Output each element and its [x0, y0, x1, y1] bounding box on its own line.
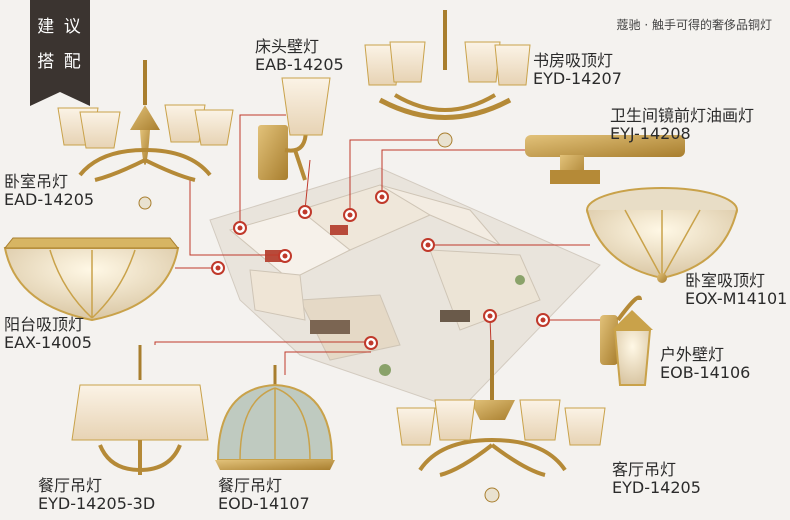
product-code: EAB-14205	[255, 55, 344, 75]
product-name: 阳台吸顶灯	[4, 315, 85, 334]
product-code: EAD-14205	[4, 190, 95, 210]
product-code: EOX-M14101	[685, 289, 788, 309]
product-name: 卧室吸顶灯	[685, 271, 766, 290]
badge-line-1: 建 议	[37, 17, 83, 37]
leader-study-ceiling-lamp	[349, 139, 440, 215]
leader-bedside-wall-lamp	[239, 114, 286, 228]
label-living-chandelier: 客厅吊灯 EYD-14205	[612, 460, 701, 498]
label-dining-chandelier: 餐厅吊灯 EYD-14205-3D	[38, 476, 156, 514]
product-name: 床头壁灯	[255, 37, 320, 56]
product-name: 餐厅吊灯	[218, 476, 283, 495]
leader-bathroom-mirror-lamp	[381, 149, 525, 195]
outdoor-wall-lamp-image	[600, 295, 653, 386]
leader-lines	[154, 114, 600, 375]
leader-dots	[211, 190, 550, 350]
product-code: EYD-14205-3D	[38, 494, 156, 514]
product-name: 卧室吊灯	[4, 172, 69, 191]
label-bedroom-chandelier: 卧室吊灯 EAD-14205	[4, 172, 95, 210]
label-bedside-wall-lamp: 床头壁灯 EAB-14205	[255, 37, 344, 75]
bedroom-chandelier-image	[57, 60, 234, 210]
leader-dining-pendant	[284, 351, 371, 375]
product-name: 客厅吊灯	[612, 460, 677, 479]
living-chandelier-image	[396, 340, 606, 503]
floor-plan	[209, 167, 601, 411]
balcony-ceiling-lamp-image	[3, 237, 180, 322]
bedroom-ceiling-lamp-image	[586, 187, 738, 283]
product-code: EYD-14205	[612, 478, 701, 498]
product-name: 卫生间镜前灯油画灯	[610, 106, 755, 125]
badge-line-2: 搭 配	[37, 52, 83, 72]
study-ceiling-lamp-image	[364, 10, 531, 148]
label-balcony-ceiling-lamp: 阳台吸顶灯 EAX-14005	[4, 315, 92, 353]
product-name: 户外壁灯	[660, 345, 725, 364]
leader-dining-chandelier	[154, 341, 371, 345]
dining-pendant-image	[215, 365, 335, 470]
bedside-wall-lamp-image	[258, 77, 331, 181]
product-name: 餐厅吊灯	[38, 476, 103, 495]
label-dining-pendant: 餐厅吊灯 EOD-14107	[218, 476, 310, 514]
label-outdoor-wall-lamp: 户外壁灯 EOB-14106	[660, 345, 751, 383]
product-code: EYJ-14208	[610, 124, 691, 144]
product-code: EOB-14106	[660, 363, 751, 383]
product-name: 书房吸顶灯	[533, 51, 614, 70]
brand-tagline: 蔻驰 · 触手可得的奢侈品铜灯	[616, 18, 772, 32]
product-code: EOD-14107	[218, 494, 310, 514]
label-bedroom-ceiling-lamp: 卧室吸顶灯 EOX-M14101	[685, 271, 788, 309]
dining-chandelier-image	[71, 345, 209, 475]
bathroom-mirror-lamp-image	[525, 135, 685, 184]
product-code: EAX-14005	[4, 333, 92, 353]
leader-bedroom-chandelier	[189, 180, 285, 256]
product-code: EYD-14207	[533, 69, 622, 89]
recommended-pairing-badge: 建 议 搭 配	[30, 0, 90, 106]
label-study-ceiling-lamp: 书房吸顶灯 EYD-14207	[533, 51, 622, 89]
label-bathroom-mirror-lamp: 卫生间镜前灯油画灯 EYJ-14208	[610, 106, 755, 144]
